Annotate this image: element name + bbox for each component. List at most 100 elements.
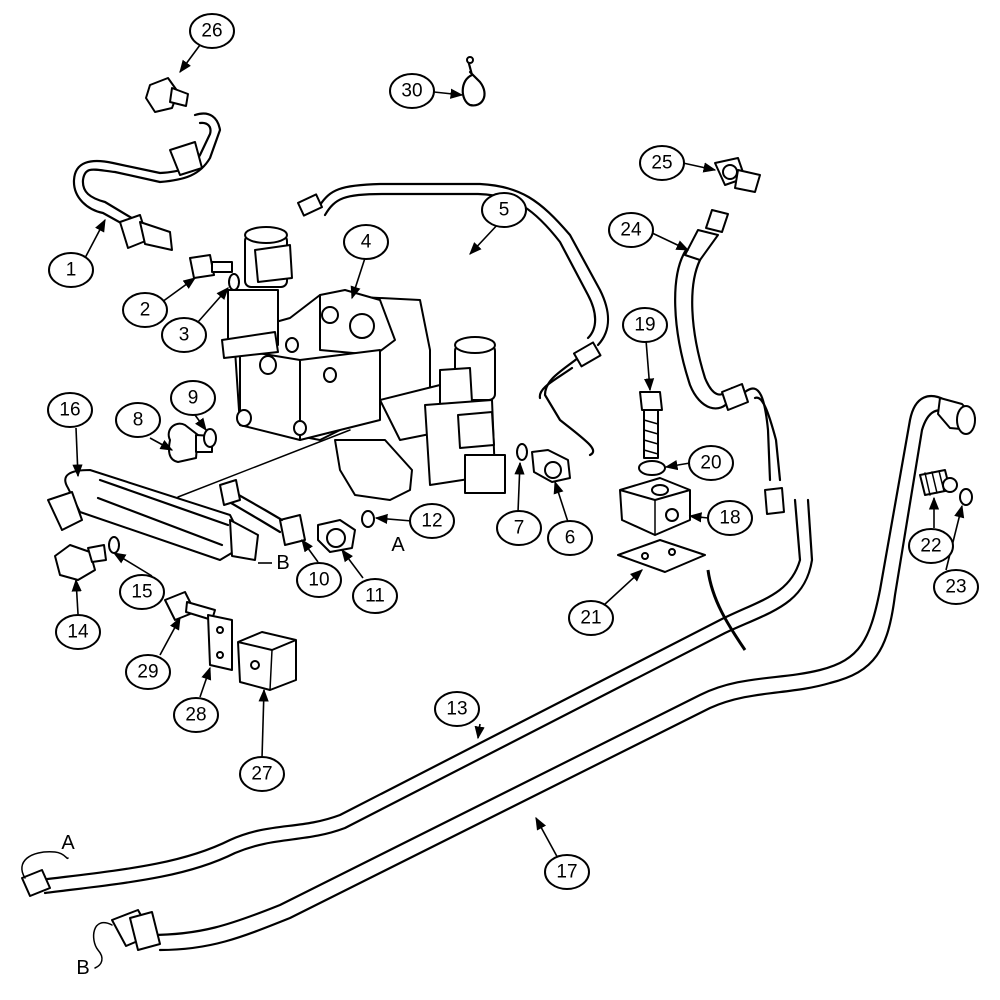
- svg-text:11: 11: [365, 586, 385, 607]
- callout-28: 28: [173, 697, 219, 733]
- fitting-2: [189, 254, 233, 279]
- callout-1: 1: [48, 252, 94, 288]
- tube-17: [111, 395, 952, 952]
- callout-21: 21: [568, 600, 614, 636]
- callout-18: 18: [707, 500, 753, 536]
- svg-text:14: 14: [67, 622, 89, 643]
- plate-21: [617, 539, 706, 573]
- svg-text:29: 29: [137, 662, 158, 683]
- svg-text:10: 10: [308, 570, 329, 591]
- fitting-26: [145, 77, 189, 113]
- callout-17: 17: [544, 854, 590, 890]
- letter-b-valve: B: [276, 552, 289, 574]
- svg-text:17: 17: [556, 862, 577, 883]
- svg-text:27: 27: [251, 764, 272, 785]
- svg-text:16: 16: [59, 400, 80, 421]
- o-ring-15: [108, 536, 120, 554]
- fitting-10: [219, 479, 306, 546]
- letter-a-valve: A: [391, 534, 405, 556]
- callout-30: 30: [389, 73, 435, 109]
- callout-22: 22: [908, 528, 954, 564]
- callout-10: 10: [296, 562, 342, 598]
- callout-3: 3: [161, 317, 207, 353]
- o-ring-23: [959, 488, 973, 506]
- washer-20: [638, 460, 666, 476]
- b-leader-squiggle: [92, 922, 113, 969]
- callout-23: 23: [933, 569, 979, 605]
- fitting-25: [714, 157, 761, 193]
- callout-29: 29: [125, 654, 171, 690]
- callout-25: 25: [639, 145, 685, 181]
- o-ring-12: [361, 510, 375, 528]
- fitting-17-end: [937, 397, 976, 435]
- svg-text:15: 15: [131, 582, 152, 603]
- callout-8: 8: [115, 402, 161, 438]
- callout-7: 7: [496, 510, 542, 546]
- callout-6: 6: [547, 520, 593, 556]
- tube-1: [72, 112, 222, 251]
- svg-text:22: 22: [920, 536, 941, 557]
- callout-4: 4: [343, 224, 389, 260]
- clamp-30: [461, 56, 486, 107]
- block-27: [237, 631, 297, 691]
- callout-14: 14: [55, 614, 101, 650]
- callout-27: 27: [239, 756, 285, 792]
- svg-text:26: 26: [201, 21, 222, 42]
- callout-20: 20: [688, 445, 734, 481]
- svg-text:20: 20: [700, 453, 721, 474]
- callout-13: 13: [434, 691, 480, 727]
- svg-text:24: 24: [620, 220, 642, 241]
- svg-text:12: 12: [421, 511, 442, 532]
- block-18: [619, 477, 691, 536]
- callout-11: 11: [352, 578, 398, 614]
- callout-2: 2: [122, 292, 168, 328]
- black-hose-line: [706, 569, 747, 651]
- fitting-22: [919, 469, 958, 496]
- solenoid-left: [221, 226, 293, 359]
- svg-text:19: 19: [634, 315, 655, 336]
- svg-text:5: 5: [499, 200, 510, 221]
- callout-16: 16: [47, 392, 93, 428]
- letter-a-tube-end: A: [61, 832, 75, 854]
- fitting-11: [317, 519, 356, 553]
- letter-b-tube-end: B: [76, 957, 89, 979]
- svg-text:3: 3: [179, 325, 190, 346]
- valve-body-4: [234, 289, 451, 501]
- callout-9: 9: [170, 380, 216, 416]
- svg-text:8: 8: [133, 410, 144, 431]
- svg-text:9: 9: [188, 388, 199, 409]
- svg-text:1: 1: [66, 260, 77, 281]
- svg-text:25: 25: [651, 153, 672, 174]
- svg-text:21: 21: [580, 608, 601, 629]
- callout-26: 26: [189, 13, 235, 49]
- fitting-6: [531, 449, 571, 483]
- a-leader-squiggle: [21, 851, 69, 879]
- callout-15: 15: [119, 574, 165, 610]
- callout-19: 19: [622, 307, 668, 343]
- svg-text:7: 7: [514, 518, 525, 539]
- centerline: [177, 429, 351, 498]
- leader-lines: [71, 44, 965, 863]
- svg-text:18: 18: [719, 508, 740, 529]
- tube-13: [21, 498, 814, 897]
- svg-text:30: 30: [401, 81, 422, 102]
- svg-text:28: 28: [185, 705, 206, 726]
- hose-24: [674, 209, 749, 411]
- svg-text:23: 23: [945, 577, 966, 598]
- bolt-19: [639, 391, 663, 459]
- solenoid-right: [424, 336, 506, 494]
- o-ring-7: [516, 443, 528, 461]
- callout-24: 24: [608, 212, 654, 248]
- plate-28: [207, 614, 233, 671]
- tube-from-24: [743, 387, 785, 515]
- svg-text:4: 4: [361, 232, 372, 253]
- callout-12: 12: [409, 503, 455, 539]
- svg-text:6: 6: [565, 528, 576, 549]
- o-ring-3: [228, 273, 240, 291]
- svg-text:13: 13: [446, 699, 467, 720]
- svg-text:2: 2: [140, 300, 151, 321]
- callout-5: 5: [481, 192, 527, 228]
- o-ring-9: [203, 428, 217, 448]
